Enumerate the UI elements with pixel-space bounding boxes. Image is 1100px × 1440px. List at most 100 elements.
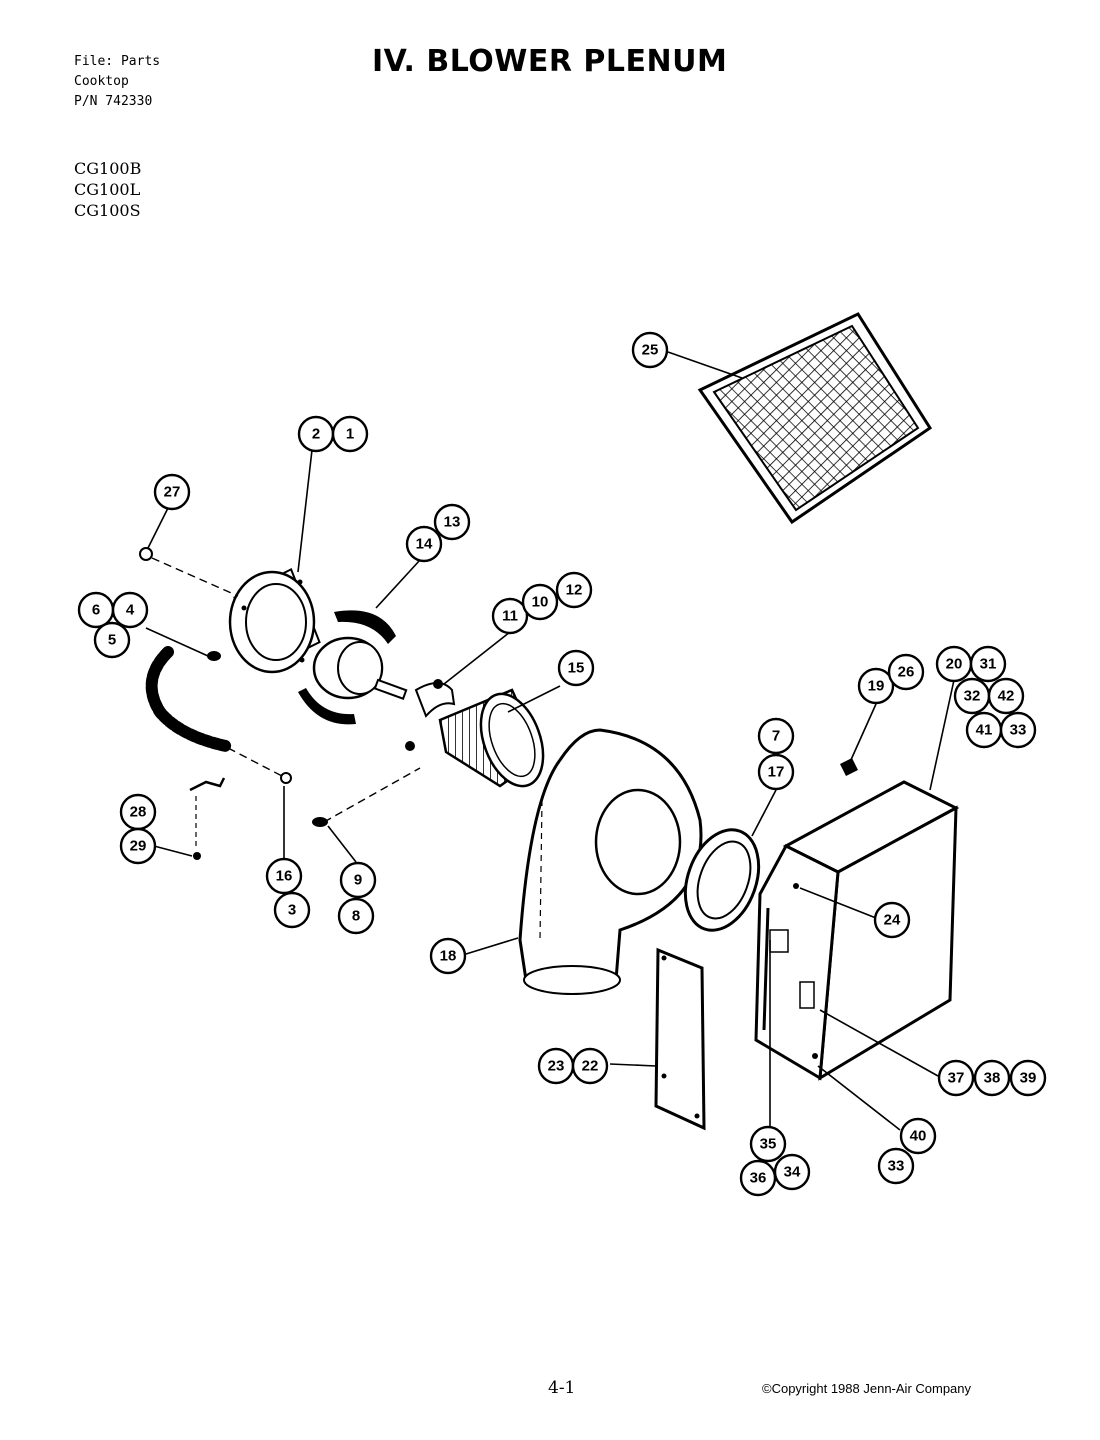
screw-part: [207, 651, 221, 661]
svg-text:11: 11: [502, 608, 518, 625]
callout-28: 28: [119, 793, 157, 831]
callout-35: 35: [749, 1125, 787, 1163]
svg-text:13: 13: [444, 514, 461, 531]
svg-text:3: 3: [288, 902, 296, 919]
svg-text:18: 18: [440, 948, 457, 965]
callout-8: 8: [337, 897, 375, 935]
callout-1: 1: [331, 415, 369, 453]
svg-text:24: 24: [884, 912, 901, 929]
svg-text:40: 40: [910, 1128, 927, 1145]
callout-26: 26: [887, 653, 925, 691]
nut-part: [139, 547, 153, 561]
callout-32: 32: [953, 677, 991, 715]
svg-text:6: 6: [92, 602, 100, 619]
svg-text:17: 17: [768, 764, 785, 781]
copyright-notice: ©Copyright 1988 Jenn-Air Company: [762, 1381, 972, 1396]
svg-text:33: 33: [888, 1158, 905, 1175]
part-number-line: P/N 742330: [74, 94, 153, 109]
callout-2: 2: [297, 415, 335, 453]
svg-text:32: 32: [964, 688, 981, 705]
callout-27: 27: [153, 473, 191, 511]
callout-42: 42: [987, 677, 1025, 715]
callouts: 25 2 1 27 13 14 6 4 5 11 10 12 15 20 31 …: [77, 331, 1047, 1197]
callout-9: 9: [339, 861, 377, 899]
callout-29: 29: [119, 827, 157, 865]
svg-text:33: 33: [1010, 722, 1027, 739]
svg-text:1: 1: [346, 426, 354, 443]
callout-7: 7: [757, 717, 795, 755]
svg-text:16: 16: [276, 868, 293, 885]
callout-39: 39: [1009, 1059, 1047, 1097]
product-line: Cooktop: [74, 74, 129, 89]
svg-text:8: 8: [352, 908, 360, 925]
callout-11: 11: [491, 597, 529, 635]
callout-34: 34: [773, 1153, 811, 1191]
callout-38: 38: [973, 1059, 1011, 1097]
svg-text:37: 37: [948, 1070, 965, 1087]
svg-text:27: 27: [164, 484, 181, 501]
callout-5: 5: [93, 621, 131, 659]
bolt-part: [312, 817, 328, 827]
svg-text:7: 7: [772, 728, 780, 745]
svg-text:15: 15: [568, 660, 585, 677]
callout-41: 41: [965, 711, 1003, 749]
callout-31: 31: [969, 645, 1007, 683]
svg-text:35: 35: [760, 1136, 777, 1153]
leader-lines: [145, 351, 955, 1131]
callout-14: 14: [405, 525, 443, 563]
callout-10: 10: [521, 583, 559, 621]
callout-18: 18: [429, 937, 467, 975]
svg-text:28: 28: [130, 804, 147, 821]
callout-19: 19: [857, 667, 895, 705]
callout-6: 6: [77, 591, 115, 629]
svg-text:39: 39: [1020, 1070, 1037, 1087]
svg-text:2: 2: [312, 426, 320, 443]
callout-37: 37: [937, 1059, 975, 1097]
model-list: CG100B CG100L CG100S: [74, 158, 141, 221]
svg-text:12: 12: [566, 582, 583, 599]
callout-4: 4: [111, 591, 149, 629]
gasket-ring-part: [683, 828, 761, 932]
svg-text:4: 4: [126, 602, 135, 619]
svg-text:41: 41: [976, 722, 993, 739]
callout-16: 16: [265, 857, 303, 895]
svg-text:31: 31: [980, 656, 997, 673]
svg-text:14: 14: [416, 536, 433, 553]
callout-17: 17: [757, 753, 795, 791]
svg-text:38: 38: [984, 1070, 1001, 1087]
model-item: CG100B: [74, 159, 142, 178]
hose-part: [145, 646, 232, 752]
svg-text:20: 20: [946, 656, 963, 673]
bracket-part: [189, 777, 226, 860]
clip-part: [840, 758, 858, 776]
callout-13: 13: [433, 503, 471, 541]
page-number: 4-1: [548, 1378, 576, 1398]
callout-40: 40: [899, 1117, 937, 1155]
svg-text:42: 42: [998, 688, 1015, 705]
callout-20: 20: [935, 645, 973, 683]
blower-wheel-part: [438, 688, 545, 788]
motor-mount-part: [228, 568, 321, 674]
svg-text:10: 10: [532, 594, 549, 611]
plenum-box-part: [754, 780, 960, 1081]
motor-part: [298, 610, 408, 725]
file-info: File: Parts Cooktop P/N 742330: [74, 52, 160, 112]
svg-text:9: 9: [354, 872, 362, 889]
blower-housing-part: [518, 728, 703, 995]
callout-33-bottom: 33: [877, 1147, 915, 1185]
filter-part: [697, 312, 933, 525]
page-title: IV. BLOWER PLENUM: [372, 44, 728, 79]
callout-33-top: 33: [999, 711, 1037, 749]
svg-text:19: 19: [868, 678, 885, 695]
model-item: CG100L: [74, 180, 141, 199]
model-item: CG100S: [74, 201, 141, 220]
svg-text:5: 5: [108, 632, 116, 649]
svg-text:34: 34: [784, 1164, 801, 1181]
callout-22: 22: [571, 1047, 609, 1085]
callout-36: 36: [739, 1159, 777, 1197]
callout-24: 24: [873, 901, 911, 939]
clamp-part: [405, 679, 456, 751]
callout-12: 12: [555, 571, 593, 609]
svg-text:26: 26: [898, 664, 915, 681]
